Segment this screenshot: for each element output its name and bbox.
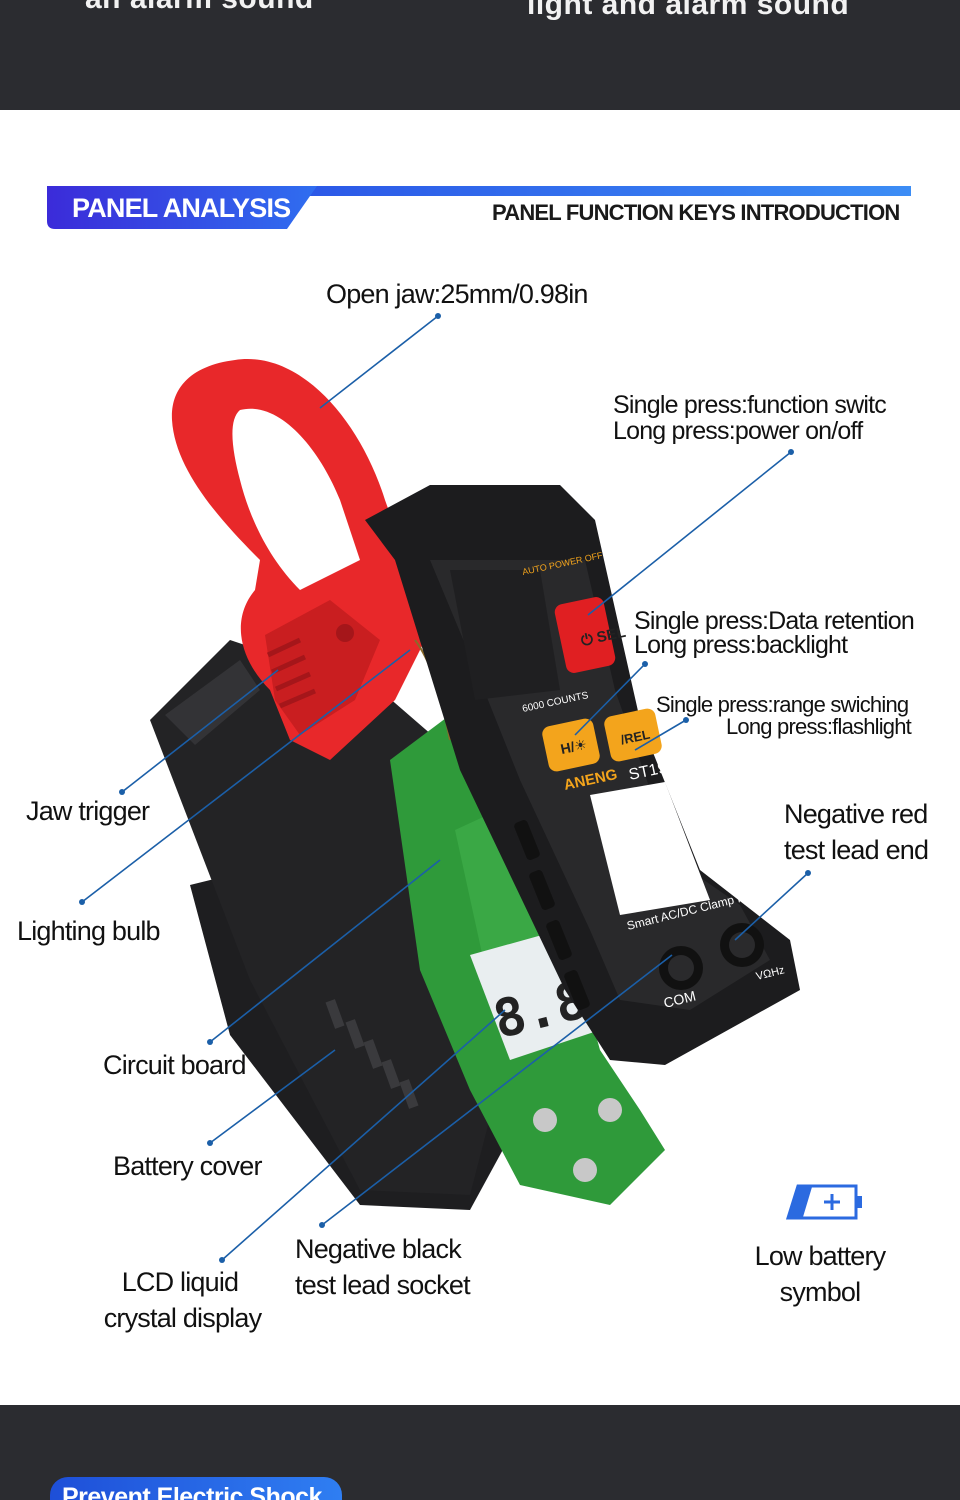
function-key-line2: Long press:power on/off <box>613 417 863 445</box>
com-label: COM <box>662 987 698 1010</box>
lcd-line1: LCD liquid <box>121 1267 239 1297</box>
jaw-trigger-label: Jaw trigger <box>26 796 150 826</box>
low-battery-line1: Low battery <box>754 1241 887 1271</box>
negative-black-line2: test lead socket <box>295 1270 471 1300</box>
badge-title: PANEL ANALYSIS <box>72 193 291 223</box>
rel-key-line2: Long press:flashlight <box>726 714 912 739</box>
function-key-line1: Single press:function switc <box>613 391 887 419</box>
negative-red-line2: test lead end <box>784 835 929 865</box>
header-subtitle: PANEL FUNCTION KEYS INTRODUCTION <box>492 200 900 225</box>
rel-key-line1: Single press:range swiching <box>656 692 909 717</box>
negative-red-line1: Negative red <box>784 799 928 829</box>
hold-key-line2: Long press:backlight <box>634 631 848 659</box>
hold-key-line1: Single press:Data retention <box>634 607 915 635</box>
top-banner: an alarm sound light and alarm sound <box>0 0 960 110</box>
prevent-shock-label: Prevent Electric Shock <box>62 1483 322 1500</box>
open-jaw-label: Open jaw:25mm/0.98in <box>326 279 588 309</box>
panel-analysis-badge <box>47 186 317 229</box>
header-accent-line <box>260 186 911 196</box>
low-battery-line2: symbol <box>779 1277 862 1307</box>
low-battery-icon <box>786 1184 862 1220</box>
hold-key-label: H/☀ <box>559 736 588 757</box>
circuit-board-label: Circuit board <box>103 1050 246 1080</box>
red-jaw-shape <box>171 359 430 760</box>
bottom-banner: Prevent Electric Shock <box>0 1405 960 1500</box>
leader-dots <box>79 313 811 1263</box>
battery-cover-label: Battery cover <box>113 1151 262 1181</box>
prevent-shock-pill: Prevent Electric Shock <box>50 1477 342 1500</box>
clamp-meter-illustration: 8.8.8. ⏻ SEL H/☀ /REL ANENG ST194 Smart … <box>79 313 811 1263</box>
negative-black-line1: Negative black <box>295 1234 462 1264</box>
leader-lines <box>81 315 809 1261</box>
lighting-bulb-label: Lighting bulb <box>17 916 161 946</box>
lcd-line2: crystal display <box>103 1303 262 1333</box>
top-right-caption: light and alarm sound <box>527 0 850 21</box>
meter-body-shape: ⏻ SEL H/☀ /REL ANENG ST194 Smart AC/DC C… <box>365 485 800 1065</box>
top-left-caption: an alarm sound <box>85 0 314 16</box>
rel-key-label: /REL <box>619 727 651 748</box>
